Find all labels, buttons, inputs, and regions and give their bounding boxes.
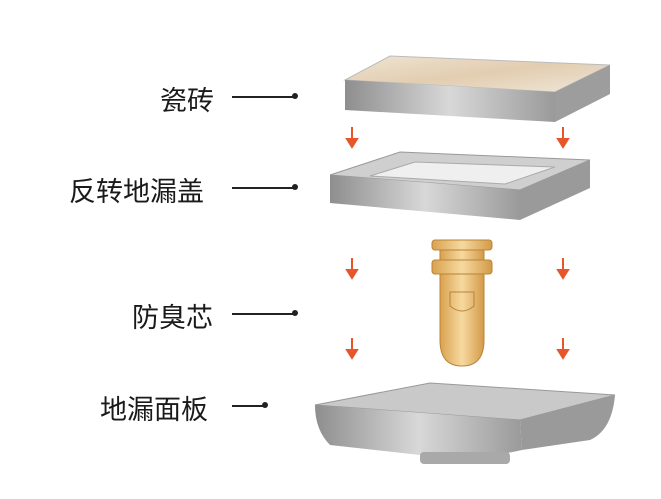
leader-line-tile (232, 96, 294, 98)
leader-line-panel (232, 405, 264, 407)
label-cover: 反转地漏盖 (69, 177, 204, 208)
leader-line-core (232, 313, 294, 315)
anti-odor-core-part (431, 239, 493, 367)
leader-dot-core (292, 310, 298, 316)
label-panel: 地漏面板 (100, 395, 208, 426)
tile-part (343, 55, 611, 122)
down-arrow-icon (556, 338, 570, 360)
down-arrow-icon (556, 258, 570, 280)
down-arrow-icon (345, 127, 359, 149)
label-tile: 瓷砖 (160, 86, 214, 117)
leader-dot-panel (262, 402, 268, 408)
down-arrow-icon (556, 127, 570, 149)
down-arrow-icon (345, 338, 359, 360)
leader-dot-cover (292, 184, 298, 190)
cover-part (329, 151, 591, 220)
down-arrow-icon (345, 258, 359, 280)
leader-dot-tile (292, 93, 298, 99)
leader-line-cover (232, 187, 294, 189)
label-core: 防臭芯 (132, 303, 213, 334)
drain-panel-part (314, 382, 616, 464)
